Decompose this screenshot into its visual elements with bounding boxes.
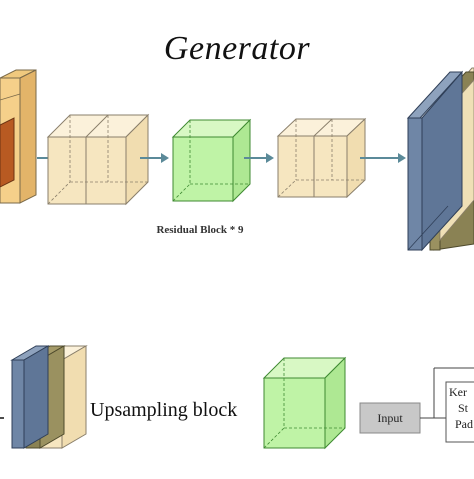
arrow-right-icon — [140, 153, 169, 163]
arrow-right-icon — [360, 153, 406, 163]
param-kernel-fragment: Ker — [449, 385, 467, 399]
param-padding-fragment: Pad — [455, 417, 473, 431]
legend-conv-cube — [262, 356, 347, 450]
input-block — [0, 69, 37, 204]
arrow-right-icon — [244, 153, 274, 163]
residual-block-label: Residual Block * 9 — [156, 224, 244, 236]
residual-cube-1 — [46, 113, 150, 206]
diagram-title: Generator — [163, 30, 311, 67]
residual-cube-green — [171, 118, 252, 203]
legend-upsampling-icon — [0, 345, 88, 449]
upsampling-stack-right — [406, 67, 474, 252]
param-stride-fragment: St — [458, 401, 469, 415]
upsampling-legend-label: Upsampling block — [90, 399, 238, 421]
residual-cube-3 — [276, 117, 367, 199]
legend-input-box — [359, 367, 474, 443]
input-legend-label: Input — [377, 411, 403, 425]
params-legend: Ker St Pad — [449, 384, 474, 432]
